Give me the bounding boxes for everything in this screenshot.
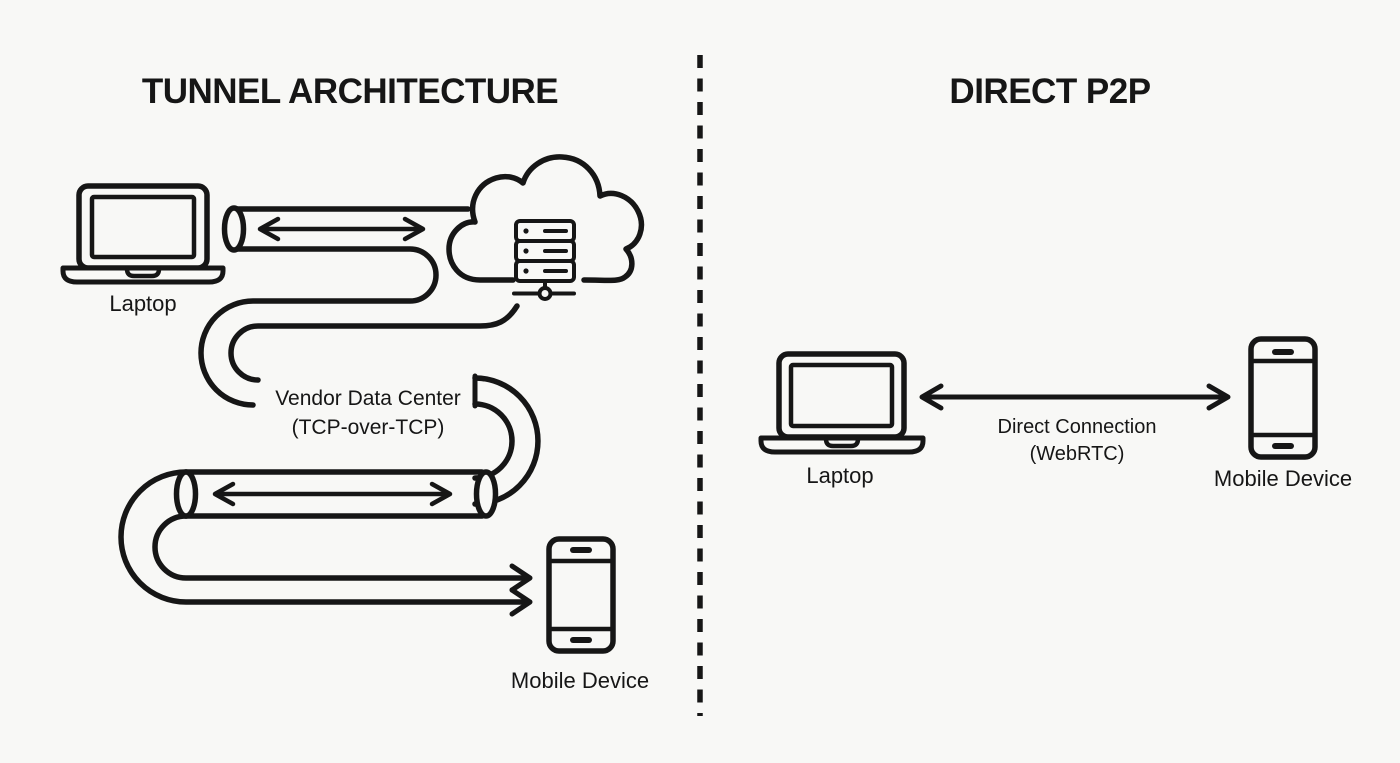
direct-connection-arrow: [919, 383, 1231, 411]
laptop-label: Laptop: [109, 291, 177, 316]
connection-label-line2: (WebRTC): [1029, 443, 1125, 465]
vendor-label-line1: Vendor Data Center: [275, 387, 461, 410]
bidirectional-arrow-icon: [257, 216, 426, 242]
tunnel-lower: [183, 469, 499, 519]
connection-label-line1: Direct Connection: [997, 416, 1157, 438]
mobile-device-label: Mobile Device: [510, 668, 650, 693]
tunnel-upper: [198, 205, 471, 408]
vendor-data-center-label: Vendor Data Center (TCP-over-TCP): [218, 384, 518, 442]
mobile-device-label: Mobile Device: [1213, 466, 1353, 491]
cloud-return-path: [228, 303, 520, 383]
laptop-icon: [758, 351, 926, 455]
vendor-label-line2: (TCP-over-TCP): [291, 416, 445, 439]
arrowhead-icon: [509, 563, 533, 593]
server-icon: [512, 219, 576, 301]
cloud-server-icon: [446, 154, 645, 301]
mobile-device-icon: [1248, 336, 1318, 460]
direct-connection-label: Direct Connection (WebRTC): [927, 414, 1227, 468]
arrowhead-icon: [509, 587, 533, 617]
mobile-device-icon: [546, 536, 616, 654]
bidirectional-arrow-icon: [212, 481, 453, 507]
right-panel-title: DIRECT P2P: [949, 72, 1151, 111]
cloud-outline: [446, 154, 645, 284]
laptop-label: Laptop: [806, 463, 874, 488]
laptop-icon: [60, 183, 226, 285]
left-panel-title: TUNNEL ARCHITECTURE: [141, 72, 559, 111]
tube-bend-left: [118, 469, 533, 617]
arrowhead-icon: [1206, 383, 1231, 411]
arrowhead-icon: [919, 383, 944, 411]
